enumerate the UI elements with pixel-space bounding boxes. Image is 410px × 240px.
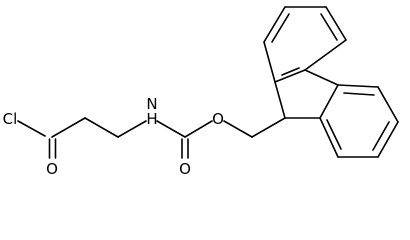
bond-ring1-c [325,6,347,41]
bond-ring1-inner-2 [320,13,338,41]
bond-ring2-c [377,86,399,123]
bond-ring1-b [304,39,347,71]
bond-c9-c9a [274,81,286,119]
bond-ring1-e [263,6,286,43]
atom-label-carbamate-oxygen: O [179,160,191,178]
bond-ch2-c9 [251,117,286,138]
bond-ring2-b [337,84,379,88]
bond-ring1-inner-3 [271,13,290,43]
bond-ring2-inner-1 [343,92,375,96]
bond-c4-o-ester [184,120,213,138]
carbamate-group [156,117,286,159]
bond-o-ch2 [223,120,253,138]
bond-ring1-a [274,69,306,83]
bond-ring2-d [377,121,399,158]
atom-label-acyl-oxygen: O [46,160,58,178]
acyl-chloride-chain [17,117,147,159]
atom-label-ester-oxygen: O [212,110,224,128]
chemical-structure: Cl O N H O O [3,6,399,178]
atom-label-chlorine: Cl [3,110,18,128]
atom-label-nitrogen: N [146,95,157,113]
bond-c4a-c4b [304,69,339,86]
bond-c1-c2 [51,117,86,138]
bond-c2-c3 [84,117,119,138]
bond-ring1-f [263,41,276,83]
atom-label-hydrogen: H [146,110,157,128]
bond-ring2-f [319,117,339,158]
bond-ring2-inner-2 [372,121,390,151]
bond-ring2-a [319,84,339,119]
bond-cl-c1 [17,120,46,137]
bond-c3-n [117,120,147,138]
bond-ring1-inner-1 [281,67,300,76]
bond-ring2-inner-3 [326,119,342,150]
bond-n-c4 [156,120,186,138]
fluorene-ring-system [263,6,399,158]
